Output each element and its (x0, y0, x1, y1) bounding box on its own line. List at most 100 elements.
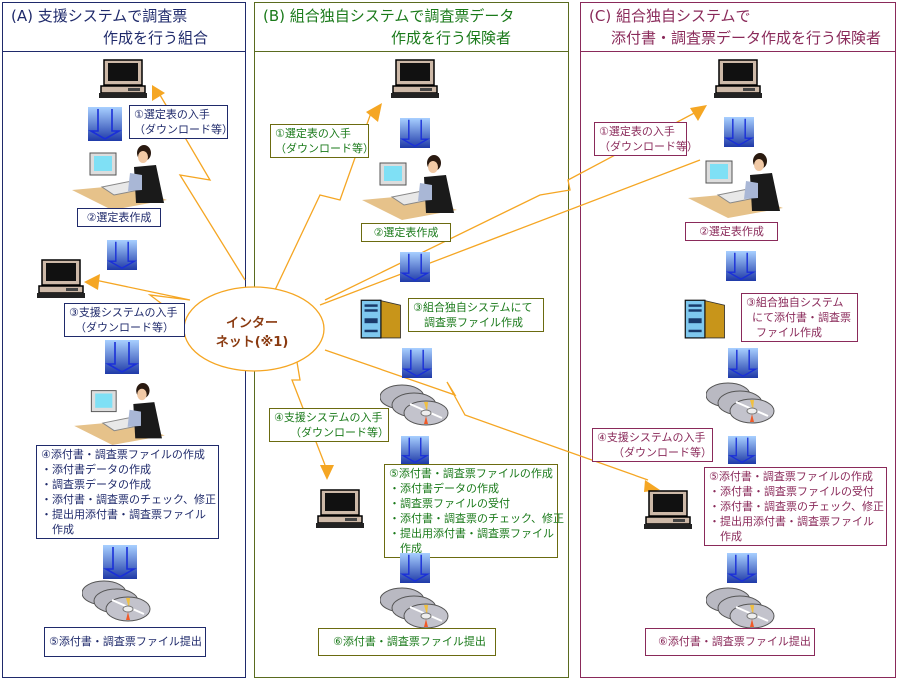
panel-a-step5-box: ⑤添付書・調査票ファイル提出 (44, 627, 206, 657)
step-text: （ダウンロード等） (275, 142, 374, 155)
down-arrow-icon (105, 340, 139, 374)
server-tower-icon (353, 297, 408, 342)
panel-c-step2-box: ②選定表作成 (685, 222, 778, 241)
step-text: ④支援システムの入手 (274, 411, 383, 424)
panel-b-step3-box: ③組合独自システムにて 調査票ファイル作成 (408, 298, 544, 332)
down-arrow-icon (88, 107, 122, 141)
step-text: ⑤添付書・調査票ファイルの作成 (709, 470, 873, 483)
step-text: ②選定表作成 (373, 226, 439, 239)
panel-c-step1-box: ①選定表の入手 （ダウンロード等） (594, 122, 698, 156)
computer-icon (390, 58, 440, 100)
step-text: ①選定表の入手 (134, 108, 210, 121)
computer-icon (643, 489, 693, 531)
step-text: （ダウンロード等） (75, 321, 174, 334)
panel-b-title-line2: 作成を行う保険者 (391, 29, 512, 47)
panel-a-title-line1: (A) 支援システムで調査票 (11, 7, 188, 25)
step-text: 調査票ファイル作成 (413, 316, 523, 329)
panel-b-step4-box: ④支援システムの入手 （ダウンロード等） (269, 408, 389, 442)
person-at-computer-icon (72, 383, 167, 445)
step-text: 作成 (389, 542, 422, 555)
cd-discs-icon (380, 585, 450, 630)
panel-b-step2-box: ②選定表作成 (361, 223, 451, 242)
server-tower-icon (677, 297, 732, 342)
panel-c-step5-box: ⑤添付書・調査票ファイルの作成 ・添付書・調査票ファイルの受付 ・添付書・調査票… (704, 467, 887, 546)
step-text: ・添付書データの作成 (389, 482, 499, 495)
cd-discs-icon (706, 585, 776, 630)
step-text: にて添付書・調査票 (752, 311, 851, 324)
panel-a-step3-box: ③支援システムの入手 （ダウンロード等） (64, 303, 185, 337)
down-arrow-icon (103, 545, 137, 579)
panel-c-title-line2: 添付書・調査票データ作成を行う保険者 (611, 29, 882, 47)
panel-c-title-line1: (C) 組合独自システムで (589, 7, 751, 25)
step-text: ④支援システムの入手 (597, 431, 706, 444)
cd-discs-icon (380, 382, 450, 427)
down-arrow-icon (725, 553, 759, 583)
step-text: ②選定表作成 (699, 225, 764, 238)
internet-label: インター ネット(※1) (192, 314, 312, 352)
panel-b-step5-box: ⑤添付書・調査票ファイルの作成 ・添付書データの作成 ・調査票ファイルの受付 ・… (384, 464, 565, 558)
panel-b-title-line1: (B) 組合独自システムで調査票データ (263, 7, 515, 25)
down-arrow-icon (398, 436, 432, 464)
step-text: （ダウンロード等） (134, 123, 233, 136)
panel-c-step4-box: ④支援システムの入手 （ダウンロード等） (592, 428, 713, 462)
step-text: （ダウンロード等） (613, 446, 712, 459)
step-text: ⑥添付書・調査票ファイル提出 (658, 635, 811, 648)
step-text: 作成 (41, 523, 74, 536)
step-text: ③支援システムの入手 (69, 306, 178, 319)
internet-label-line2: ネット(※1) (215, 335, 289, 350)
panel-a-title: (A) 支援システムで調査票 作成を行う組合 (3, 3, 245, 52)
cd-discs-icon (706, 380, 776, 425)
panel-c: (C) 組合独自システムで 添付書・調査票データ作成を行う保険者 (580, 2, 896, 678)
step-text: ・添付書・調査票のチェック、修正 (389, 512, 565, 525)
computer-icon (98, 58, 148, 100)
computer-icon (36, 258, 86, 300)
step-text: ①選定表の入手 (599, 125, 675, 138)
step-text: ・提出用添付書・調査票ファイル (389, 527, 554, 540)
panel-b-step6-box: ⑥添付書・調査票ファイル提出 (318, 628, 496, 656)
panel-a-step1-box: ①選定表の入手 （ダウンロード等） (129, 105, 233, 139)
step-text: ④添付書・調査票ファイルの作成 (41, 448, 205, 461)
step-text: ⑤添付書・調査票ファイル提出 (49, 635, 202, 648)
person-at-computer-icon (362, 155, 457, 220)
computer-icon (713, 58, 763, 100)
down-arrow-icon (400, 348, 434, 378)
step-text: ⑥添付書・調査票ファイル提出 (333, 635, 486, 648)
step-text: ・提出用添付書・調査票ファイル (709, 515, 874, 528)
down-arrow-icon (722, 117, 756, 147)
down-arrow-icon (724, 251, 758, 281)
step-text: （ダウンロード等） (599, 140, 698, 153)
down-arrow-icon (105, 240, 139, 270)
down-arrow-icon (398, 252, 432, 282)
panel-c-step6-box: ⑥添付書・調査票ファイル提出 (645, 628, 815, 656)
step-text: 作成 (709, 530, 742, 543)
computer-icon (315, 488, 365, 530)
down-arrow-icon (398, 553, 432, 583)
step-text: ・添付書・調査票のチェック、修正 (709, 500, 885, 513)
step-text: ②選定表作成 (86, 211, 152, 224)
internet-label-line1: インター (225, 316, 278, 331)
person-at-computer-icon (72, 145, 167, 210)
panel-b-step1-box: ①選定表の入手 （ダウンロード等） (270, 124, 374, 158)
step-text: （ダウンロード等） (290, 426, 389, 439)
step-text: ⑤添付書・調査票ファイルの作成 (389, 467, 553, 480)
step-text: ・添付書データの作成 (41, 463, 151, 476)
panel-a-step2-box: ②選定表作成 (77, 208, 161, 227)
step-text: ・調査票ファイルの受付 (389, 497, 510, 510)
down-arrow-icon (725, 436, 759, 464)
step-text: ①選定表の入手 (275, 127, 351, 140)
panel-c-title: (C) 組合独自システムで 添付書・調査票データ作成を行う保険者 (581, 3, 895, 52)
step-text: ファイル作成 (756, 326, 822, 339)
panel-a-title-line2: 作成を行う組合 (103, 29, 209, 47)
person-at-computer-icon (688, 153, 783, 218)
panel-a-step4-box: ④添付書・調査票ファイルの作成 ・添付書データの作成 ・調査票データの作成 ・添… (36, 445, 219, 539)
down-arrow-icon (398, 118, 432, 148)
panel-b-title: (B) 組合独自システムで調査票データ 作成を行う保険者 (255, 3, 568, 52)
step-text: ・調査票データの作成 (41, 478, 151, 491)
down-arrow-icon (726, 348, 760, 378)
panel-c-step3-box: ③組合独自システム にて添付書・調査票 ファイル作成 (741, 293, 858, 342)
step-text: ③組合独自システム (746, 296, 844, 309)
step-text: ・提出用添付書・調査票ファイル (41, 508, 206, 521)
cd-discs-icon (82, 578, 152, 623)
step-text: ・添付書・調査票のチェック、修正 (41, 493, 217, 506)
step-text: ・添付書・調査票ファイルの受付 (709, 485, 874, 498)
